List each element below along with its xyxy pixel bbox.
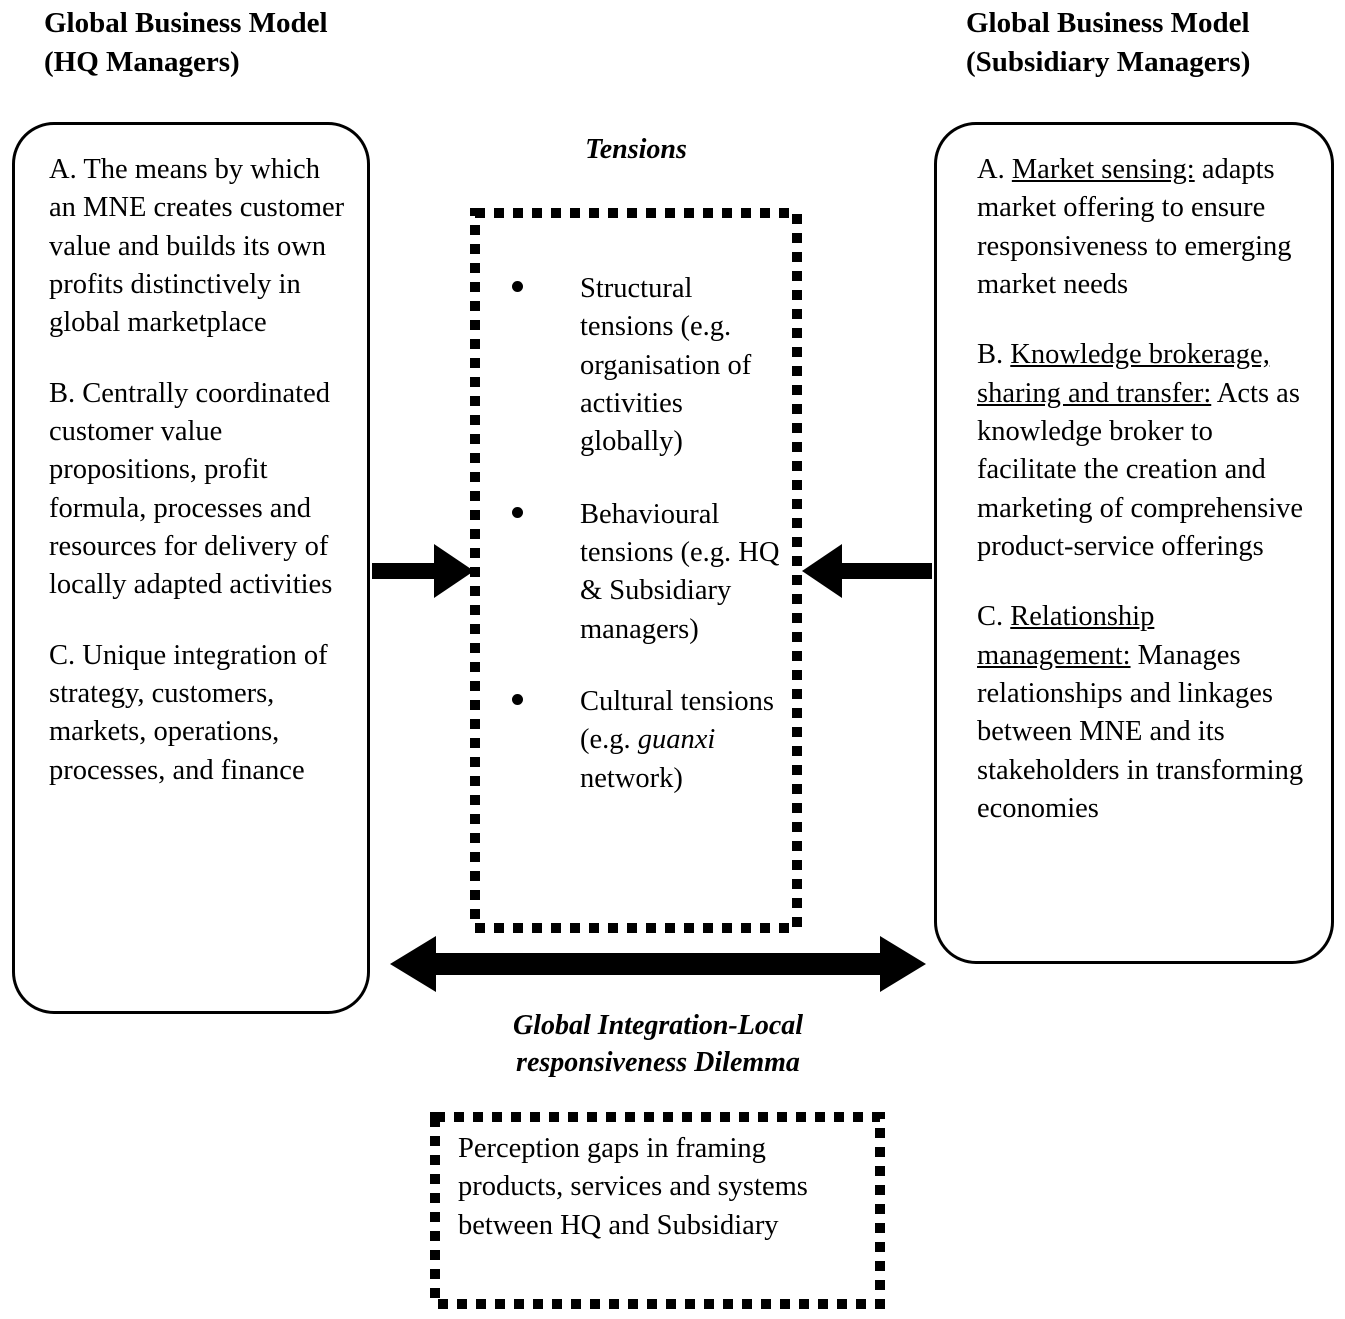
hq-item-c: C. Unique integration of strategy, custo… — [49, 639, 328, 786]
tension-item-cultural-text-before: Cultural tensions (e.g. — [580, 685, 774, 756]
tension-item-cultural-text-after: network) — [580, 762, 683, 794]
tension-item-behavioural-text: Behavioural tensions (e.g. HQ & Subsidia… — [580, 498, 780, 645]
subsidiary-item-a-body: adapts market offering to ensure respons… — [977, 154, 1292, 300]
left-column-title: Global Business Model (HQ Managers) — [44, 7, 328, 78]
tension-item-behavioural: Behavioural tensions (e.g. HQ & Subsidia… — [502, 496, 786, 649]
subsidiary-item-c-body: Manages relationships and linkages betwe… — [977, 639, 1304, 824]
hq-managers-box: A. The means by which an MNE creates cus… — [12, 122, 370, 1014]
tension-item-cultural-italic-term: guanxi — [637, 724, 716, 756]
tensions-box-content: Structural tensions (e.g. organisation o… — [470, 208, 802, 808]
subsidiary-item-c-prefix: C. — [977, 601, 1011, 633]
subsidiary-item-a-prefix: A. — [977, 154, 1012, 185]
hq-managers-box-content: A. The means by which an MNE creates cus… — [15, 125, 367, 800]
perception-gaps-box: Perception gaps in framing products, ser… — [430, 1112, 885, 1309]
tension-item-structural: Structural tensions (e.g. organisation o… — [502, 270, 786, 462]
subsidiary-item-b-heading: Knowledge brokerage, sharing and transfe… — [977, 339, 1270, 409]
subsidiary-item-b: B. Knowledge brokerage, sharing and tran… — [977, 336, 1311, 566]
subsidiary-item-b-body: Acts as knowledge broker to facilitate t… — [977, 377, 1304, 562]
subsidiary-item-c: C. Relationship management: Manages rela… — [977, 598, 1311, 828]
hq-item-a: A. The means by which an MNE creates cus… — [49, 154, 345, 339]
tensions-box: Structural tensions (e.g. organisation o… — [470, 208, 802, 933]
arrow-hq-to-tensions — [372, 544, 474, 598]
subsidiary-item-c-heading: Relationship management: — [977, 601, 1155, 671]
bullet-icon — [512, 506, 523, 518]
tensions-label: Tensions — [585, 134, 687, 165]
tension-item-cultural: Cultural tensions (e.g. guanxi network) — [502, 683, 786, 798]
subsidiary-item-a: A. Market sensing: adapts market offerin… — [977, 151, 1311, 304]
bullet-icon — [512, 693, 523, 705]
subsidiary-item-a-heading: Market sensing: — [1011, 154, 1195, 185]
subsidiary-managers-box-content: A. Market sensing: adapts market offerin… — [937, 125, 1331, 838]
dilemma-label: Global Integration-Local responsiveness … — [512, 1010, 804, 1078]
arrow-subsidiary-to-tensions — [802, 544, 932, 598]
arrow-global-local-dilemma — [390, 936, 926, 992]
perception-gaps-box-content: Perception gaps in framing products, ser… — [430, 1112, 885, 1255]
subsidiary-managers-box: A. Market sensing: adapts market offerin… — [934, 122, 1334, 964]
bullet-icon — [512, 281, 523, 292]
hq-item-b: B. Centrally coordinated customer value … — [49, 377, 333, 601]
right-column-title: Global Business Model (Subsidiary Manage… — [966, 7, 1251, 78]
subsidiary-item-b-prefix: B. — [977, 339, 1011, 371]
perception-gaps-text: Perception gaps in framing products, ser… — [458, 1133, 808, 1241]
tension-item-structural-text: Structural tensions (e.g. organisation o… — [580, 273, 752, 458]
tensions-list: Structural tensions (e.g. organisation o… — [502, 270, 786, 798]
